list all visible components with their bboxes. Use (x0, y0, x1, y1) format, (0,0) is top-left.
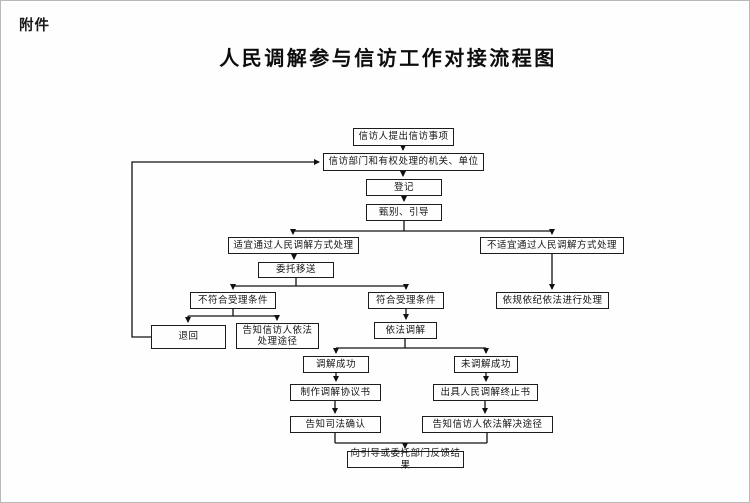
flow-node-meet-conditions: 符合受理条件 (368, 292, 444, 309)
flow-node-mediation-fail: 未调解成功 (454, 356, 518, 373)
attachment-label: 附件 (19, 18, 50, 34)
flow-node-petition-submit: 信访人提出信访事项 (353, 128, 454, 146)
flow-node-inform-resolution-channel: 告知信访人依法解决途径 (422, 416, 553, 433)
flow-node-make-agreement: 制作调解协议书 (290, 384, 381, 401)
flow-node-issue-termination: 出具人民调解终止书 (433, 384, 538, 401)
flow-node-register: 登记 (366, 179, 442, 196)
flow-node-not-suitable-mediation: 不适宜通过人民调解方式处理 (480, 237, 624, 254)
flow-node-feedback-result: 向引导或委托部门反馈结果 (347, 448, 464, 471)
flow-node-authority-unit: 信访部门和有权处理的机关、单位 (323, 153, 484, 171)
flow-node-handle-by-law: 依规依纪依法进行处理 (496, 292, 609, 309)
page-title: 人民调解参与信访工作对接流程图 (219, 46, 557, 70)
flow-node-mediation-success: 调解成功 (303, 356, 369, 373)
flow-node-mediate-by-law: 依法调解 (374, 322, 437, 339)
flow-node-not-meet-conditions: 不符合受理条件 (190, 292, 276, 309)
flow-node-return-back: 退回 (151, 325, 226, 349)
flow-node-suitable-mediation: 适宜通过人民调解方式处理 (228, 237, 359, 254)
flow-node-screen-guide: 甄别、引导 (366, 204, 442, 221)
flow-node-inform-judicial-confirm: 告知司法确认 (290, 416, 381, 433)
flow-node-entrust-transfer: 委托移送 (258, 262, 334, 278)
flow-node-inform-handling-channel: 告知信访人依法 处理途径 (236, 323, 319, 349)
